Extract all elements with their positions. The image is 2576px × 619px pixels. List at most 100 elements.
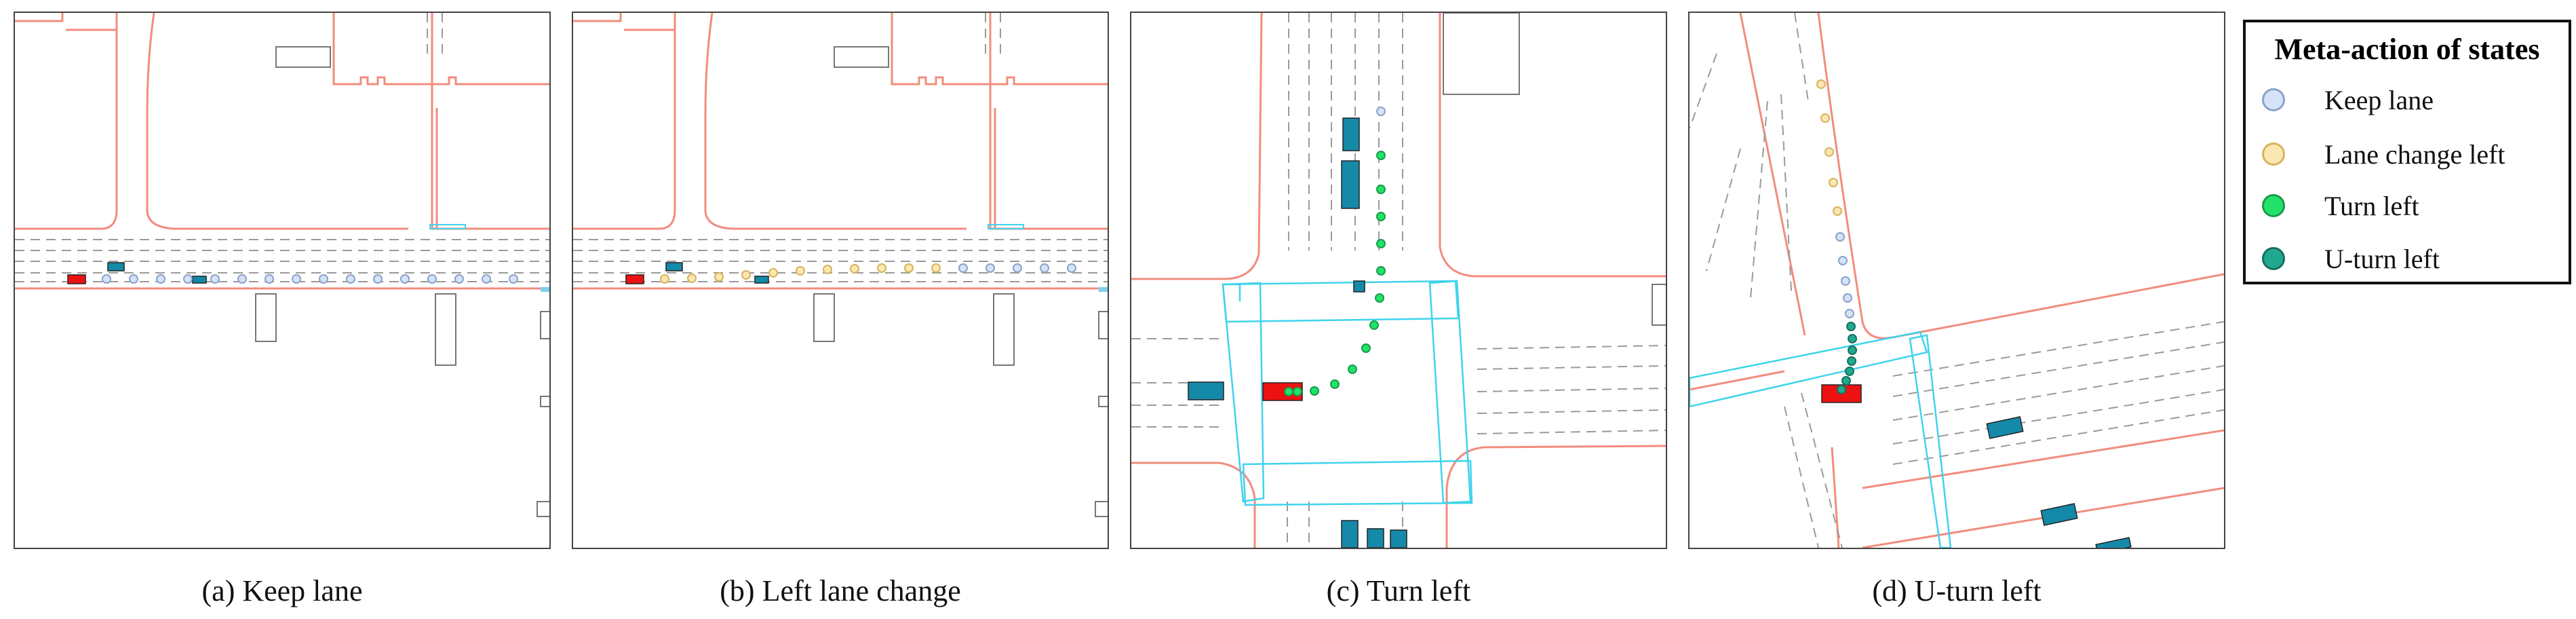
crosswalk xyxy=(1222,282,1265,503)
state-turn-left xyxy=(1376,266,1386,276)
building xyxy=(813,293,835,342)
lane-divider xyxy=(1784,406,1819,548)
other-vehicle xyxy=(665,262,683,271)
road-boundary xyxy=(704,13,967,230)
ego-vehicle xyxy=(625,274,644,284)
caption-turn-left: (c) Turn left xyxy=(1326,574,1471,607)
state-turn-left xyxy=(1375,293,1384,303)
state-turn-left xyxy=(1330,379,1340,389)
other-vehicle xyxy=(1188,381,1224,400)
legend-label: Lane change left xyxy=(2324,138,2505,170)
road-boundary xyxy=(1817,13,2224,339)
building xyxy=(540,396,549,407)
state-keep-lane xyxy=(1843,293,1852,303)
state-keep-lane xyxy=(129,274,138,284)
lane-divider xyxy=(1892,341,2224,397)
road-boundary xyxy=(146,13,408,230)
u-turn-left-swatch-icon xyxy=(2262,247,2285,270)
building xyxy=(255,293,277,342)
other-vehicle xyxy=(1390,529,1407,548)
road-boundary xyxy=(573,13,676,230)
road-boundary xyxy=(1862,429,2224,489)
other-vehicle xyxy=(1986,416,2024,439)
state-lane-change-left xyxy=(660,274,669,284)
lane-change-left-swatch-icon xyxy=(2262,143,2285,166)
state-keep-lane xyxy=(1376,107,1386,116)
panel-keep-lane xyxy=(14,12,551,549)
other-vehicle xyxy=(2040,503,2078,526)
state-lane-change-left xyxy=(714,272,724,282)
state-lane-change-left xyxy=(741,270,751,280)
state-lane-change-left xyxy=(877,263,886,273)
crosswalk xyxy=(541,287,549,292)
building xyxy=(1652,284,1666,326)
lane-divider xyxy=(1801,392,1843,548)
state-lane-change-left xyxy=(1824,147,1834,157)
other-vehicle xyxy=(1341,160,1360,209)
crosswalk xyxy=(1428,280,1472,504)
state-turn-left xyxy=(1369,320,1379,330)
state-lane-change-left xyxy=(1829,178,1838,187)
state-keep-lane xyxy=(156,274,165,284)
legend-item-u-turn-left: U-turn left xyxy=(2262,238,2440,279)
lane-divider xyxy=(1892,321,2224,377)
map-turn-left xyxy=(1131,13,1666,548)
state-lane-change-left xyxy=(1833,206,1842,216)
state-keep-lane xyxy=(319,274,328,284)
lane-divider xyxy=(1477,430,1666,434)
state-keep-lane xyxy=(400,274,410,284)
road-boundary xyxy=(1739,13,1806,336)
lane-divider xyxy=(1477,388,1666,392)
building xyxy=(1443,13,1520,95)
state-u-turn-left xyxy=(1841,376,1851,386)
map-keep-lane xyxy=(15,13,549,517)
keep-lane-swatch-icon xyxy=(2262,88,2285,111)
state-turn-left xyxy=(1293,387,1302,396)
state-keep-lane xyxy=(958,263,968,273)
state-keep-lane xyxy=(102,274,111,284)
state-keep-lane xyxy=(1067,263,1076,273)
state-u-turn-left xyxy=(1847,356,1856,366)
state-lane-change-left xyxy=(931,263,941,273)
state-lane-change-left xyxy=(796,266,805,276)
state-turn-left xyxy=(1376,239,1386,248)
state-keep-lane xyxy=(427,274,437,284)
lane-divider xyxy=(1892,409,2224,465)
legend-item-lane-change-left: Lane change left xyxy=(2262,134,2505,174)
road-boundary xyxy=(431,13,549,230)
state-turn-left xyxy=(1348,364,1357,374)
legend-item-keep-lane: Keep lane xyxy=(2262,79,2434,120)
state-lane-change-left xyxy=(1820,113,1830,123)
state-keep-lane xyxy=(509,274,518,284)
caption-keep-lane: (a) Keep lane xyxy=(201,574,363,607)
state-keep-lane xyxy=(1835,232,1845,242)
state-lane-change-left xyxy=(687,274,697,283)
state-keep-lane xyxy=(1838,256,1848,265)
state-keep-lane xyxy=(346,274,355,284)
road-boundary xyxy=(332,13,549,86)
crosswalk xyxy=(988,224,1024,229)
state-u-turn-left xyxy=(1846,322,1856,331)
state-lane-change-left xyxy=(1816,79,1826,89)
state-keep-lane xyxy=(292,274,301,284)
building xyxy=(540,311,549,339)
other-vehicle xyxy=(2095,537,2132,548)
building xyxy=(993,293,1015,366)
building xyxy=(275,46,331,68)
other-vehicle xyxy=(1367,528,1384,548)
road-boundary xyxy=(891,13,1108,86)
state-turn-left xyxy=(1361,343,1371,353)
state-keep-lane xyxy=(237,274,247,284)
panel-left-lane-change xyxy=(572,12,1109,549)
other-vehicle xyxy=(1353,280,1365,293)
legend-label: Turn left xyxy=(2324,190,2419,221)
crosswalk xyxy=(429,224,466,229)
road-boundary xyxy=(1690,370,1785,391)
crosswalk xyxy=(1690,331,1928,408)
state-keep-lane xyxy=(1845,309,1854,318)
legend-label: U-turn left xyxy=(2324,243,2440,274)
legend-item-turn-left: Turn left xyxy=(2262,185,2419,226)
other-vehicle xyxy=(754,276,769,284)
turn-left-swatch-icon xyxy=(2262,194,2285,217)
map-u-turn-left xyxy=(1690,13,2224,548)
